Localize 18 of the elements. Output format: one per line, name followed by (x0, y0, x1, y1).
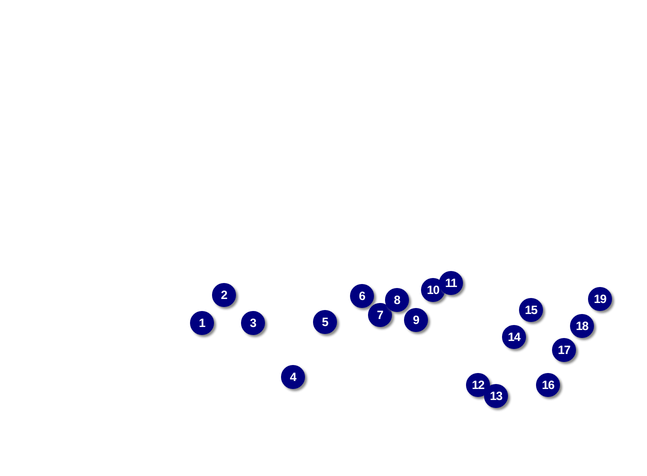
callout-number: 18 (570, 314, 594, 338)
callout-number: 8 (385, 288, 409, 312)
callout-number: 15 (519, 298, 543, 322)
callout-number: 2 (212, 283, 236, 307)
callout-number: 3 (241, 311, 265, 335)
callout-number: 9 (404, 308, 428, 332)
callout-number: 1 (190, 311, 214, 335)
callout-number: 11 (439, 271, 463, 295)
callout-number: 14 (502, 325, 526, 349)
callout-number: 6 (350, 284, 374, 308)
callout-number: 7 (368, 303, 392, 327)
callout-number: 13 (484, 384, 508, 408)
callout-number: 5 (313, 310, 337, 334)
callout-number: 16 (536, 373, 560, 397)
callout-number: 4 (281, 365, 305, 389)
callout-number: 12 (466, 373, 490, 397)
callout-number: 17 (552, 338, 576, 362)
callout-number: 19 (588, 287, 612, 311)
